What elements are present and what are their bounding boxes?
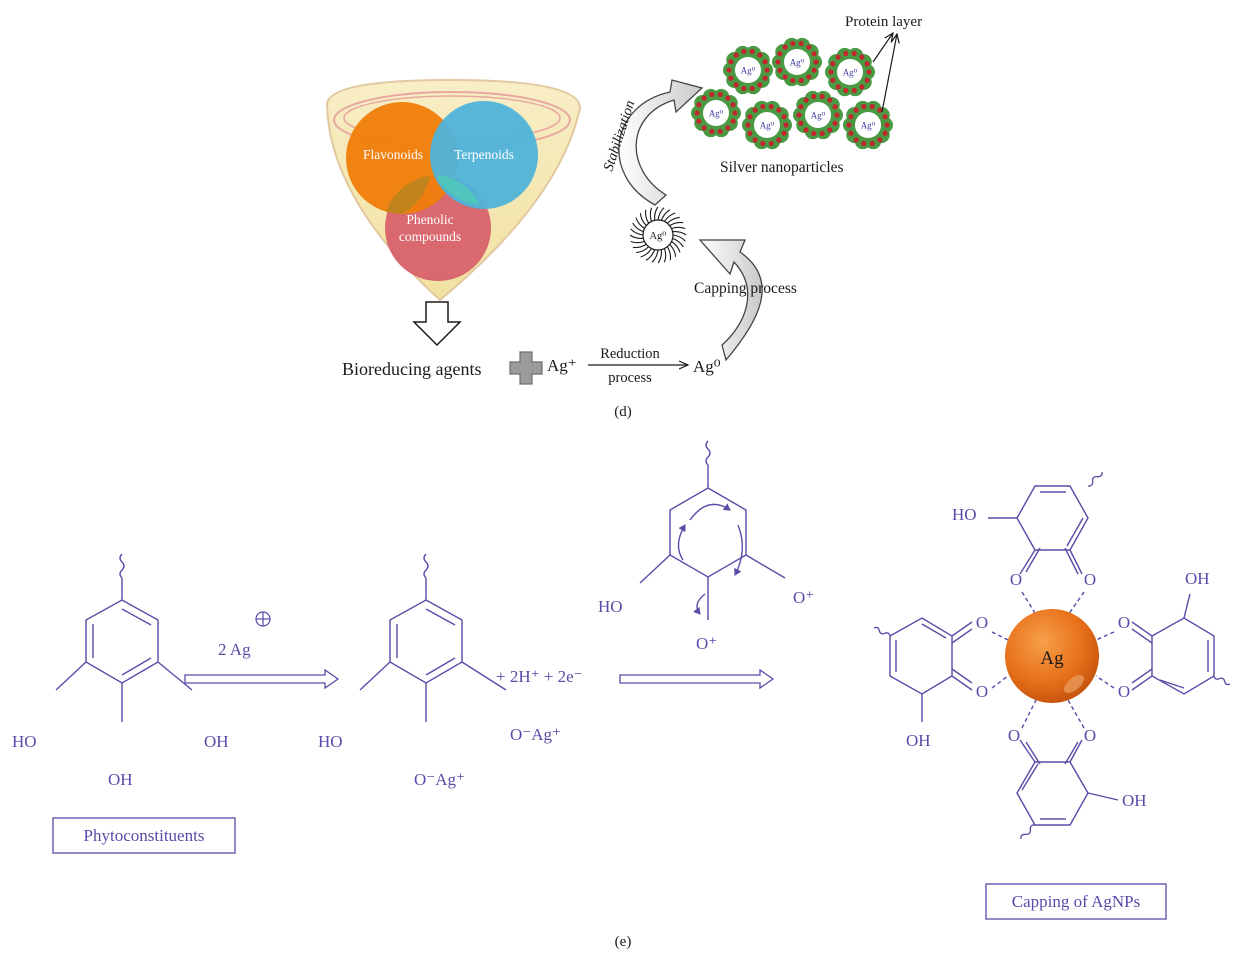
ag-core-label: Ag: [1040, 648, 1064, 669]
nanoparticle-label: Ag⁰: [811, 111, 826, 121]
stabilization-curved-arrow: [618, 79, 704, 206]
nanoparticle: Ag⁰: [825, 47, 875, 97]
nanoparticle-label: Ag⁰: [843, 68, 858, 78]
nanoparticle-label: Ag⁰: [760, 121, 775, 131]
funnel: Flavonoids Terpenoids Phenolic compounds: [325, 78, 582, 302]
process-text: process: [608, 370, 652, 386]
ho-label-3: HO: [598, 597, 623, 616]
oxygen-label: O: [976, 682, 988, 701]
oplus-icon: [255, 611, 271, 627]
ions-text: + 2H⁺ + 2e⁻: [496, 667, 583, 686]
capping-box: [985, 883, 1167, 920]
protein-layer-text: Protein layer: [845, 14, 922, 30]
ho-top: HO: [952, 505, 977, 524]
panel-d-label: (d): [614, 404, 632, 420]
oxygen-label: O: [1010, 570, 1022, 589]
nanoparticle-label: Ag⁰: [861, 121, 876, 131]
silver-nanoparticles-cluster: Ag⁰ Ag⁰ Ag⁰ Ag⁰ Ag⁰ Ag⁰ Ag⁰: [691, 37, 893, 150]
flavonoids-circle: [346, 102, 458, 214]
oh-left-cap: OH: [906, 731, 931, 750]
oxygen-label: O: [976, 613, 988, 632]
ho-label-2: HO: [318, 732, 343, 751]
nanoparticle-label: Ag⁰: [790, 58, 805, 68]
capping-process-text: Capping process: [694, 280, 797, 297]
plus-icon: [509, 351, 543, 385]
oh-bottom: OH: [108, 770, 133, 789]
down-arrow-icon: [412, 301, 462, 347]
quinone-intermediate: [639, 440, 786, 620]
arrow-2-icon: [619, 668, 775, 690]
silver-phenolate-molecule: [359, 553, 507, 722]
reduction-text: Reduction: [600, 346, 660, 362]
capped-ag0-particle: Ag⁰: [629, 206, 687, 264]
phytoconstituents-box: [52, 817, 236, 854]
protein-pointer-2: [881, 34, 897, 113]
o-plus-right: O⁺: [793, 588, 814, 607]
protein-pointer-1: [872, 33, 893, 63]
silver-nanoparticles-text: Silver nanoparticles: [720, 159, 844, 176]
nanoparticle: Ag⁰: [793, 90, 843, 140]
nanoparticle: Ag⁰: [691, 88, 741, 138]
oh-right-cap: OH: [1185, 569, 1210, 588]
phenolic-label: Phenolic: [406, 212, 453, 227]
ag0-text: Ag⁰: [693, 357, 721, 376]
oh-bottom-cap: OH: [1122, 791, 1147, 810]
nanoparticle: Ag⁰: [723, 45, 773, 95]
oxygen-label: O: [1084, 570, 1096, 589]
capping-curved-arrow: [698, 239, 763, 362]
phytoconstituents-text: Phytoconstituents: [84, 826, 205, 845]
nanoparticle: Ag⁰: [742, 100, 792, 150]
capped-agnp-complex: O O O O O O O O: [873, 471, 1231, 840]
oxygen-label: O: [1084, 726, 1096, 745]
ag-plus-text: Ag⁺: [547, 356, 577, 375]
compounds-label: compounds: [399, 229, 461, 244]
oxygen-label: O: [1118, 682, 1130, 701]
flavonoids-label: Flavonoids: [363, 147, 423, 162]
capped-ag0-label: Ag⁰: [649, 231, 666, 242]
ho-left: HO: [12, 732, 37, 751]
bioreducing-agents-text: Bioreducing agents: [342, 359, 481, 379]
oxygen-label: O: [1118, 613, 1130, 632]
terpenoids-label: Terpenoids: [454, 147, 514, 162]
o-plus-bottom: O⁺: [696, 634, 717, 653]
capping-agnps-text: Capping of AgNPs: [1012, 892, 1140, 911]
oag-right: O⁻Ag⁺: [510, 725, 561, 744]
panel-e-label: (e): [615, 934, 632, 950]
oxygen-label: O: [1008, 726, 1020, 745]
nanoparticle: Ag⁰: [843, 100, 893, 150]
oh-right: OH: [204, 732, 229, 751]
arrow-1-icon: [184, 668, 340, 690]
phytoconstituent-molecule: [55, 553, 193, 722]
two-ag-text: 2 Ag: [218, 640, 251, 659]
nanoparticle: Ag⁰: [772, 37, 822, 87]
nanoparticle-label: Ag⁰: [741, 66, 756, 76]
nanoparticle-label: Ag⁰: [709, 109, 724, 119]
oag-bottom: O⁻Ag⁺: [414, 770, 465, 789]
